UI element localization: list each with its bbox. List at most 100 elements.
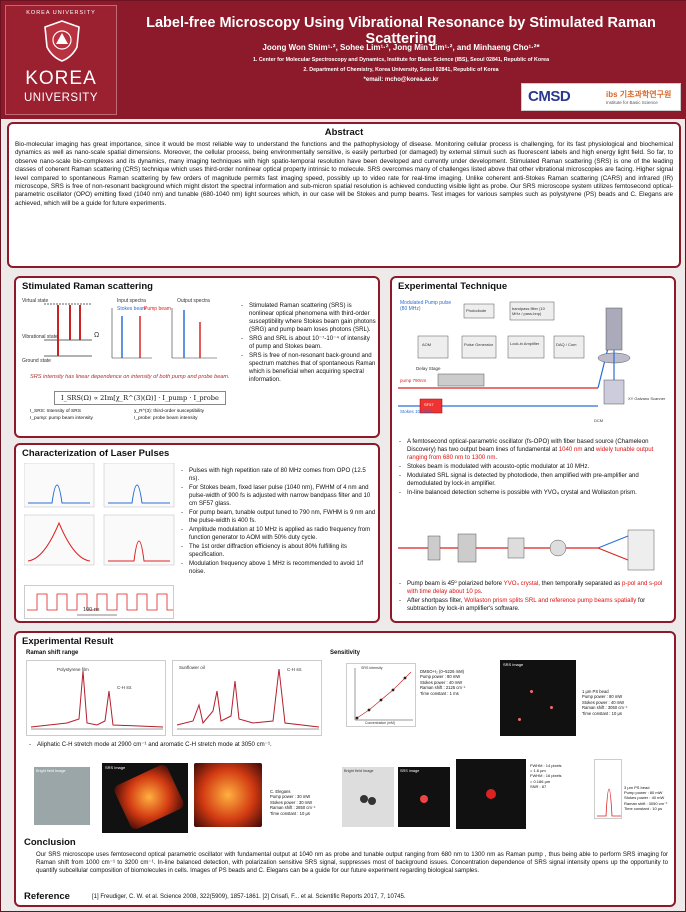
results-bullets: Aliphatic C-H stretch mode at 2900 cm⁻¹ …: [28, 741, 358, 749]
conclusion-title: Conclusion: [24, 837, 76, 848]
ps-spectrum-plot: [30, 670, 164, 730]
bf-label-1: Bright field Image: [36, 769, 66, 773]
profile-plot: [594, 759, 622, 819]
input-spectra-label: Input spectra: [117, 298, 146, 304]
conclusion-text: Our SRS microscope uses femtosecond opti…: [36, 851, 668, 874]
results-title: Experimental Result: [22, 636, 114, 647]
institute-logos: CMSD ibs 기초과학연구원 Institute for Basic Sci…: [521, 83, 681, 111]
diag-sf57: SF57: [424, 402, 434, 407]
technique-bullet: In-line balanced detection scheme is pos…: [398, 489, 670, 497]
affiliation-1: 1. Center for Molecular Spectroscopy and…: [252, 57, 550, 63]
diag-pulse-gen: Pulse Generator: [464, 342, 494, 347]
oil-label: Sunflower oil: [179, 665, 205, 670]
srs-bullet: SRG and SRL is about 10⁻⁷-10⁻⁴ of intens…: [240, 335, 376, 351]
diag-aom: AOM: [422, 342, 432, 347]
laser-bullet: For pump beam, tunable output tuned to 7…: [180, 509, 376, 525]
technique-panel: Experimental Technique Modulated Pump pu: [390, 276, 676, 623]
sens-legend: SRS intensity: [361, 666, 383, 670]
stokes-beam-label: Stokes beam: [117, 306, 147, 312]
srs-title: Stimulated Raman scattering: [22, 281, 153, 292]
logo-university: UNIVERSITY: [23, 92, 98, 104]
affiliation-2: 2. Department of Chemistry, Korea Univer…: [303, 67, 499, 73]
laser-bullet: For Stokes beam, fixed laser pulse (1040…: [180, 484, 376, 508]
ps-peak-label: C-H str.: [117, 685, 133, 690]
energy-level-figure: [44, 303, 217, 359]
srs-formula-note: SRS intensity has linear dependence on i…: [30, 374, 230, 380]
raman-range-title: Raman shift range: [26, 650, 79, 656]
srs-image-beads: SRS image: [500, 660, 576, 736]
crest-icon: [44, 20, 80, 62]
laser-title: Characterization of Laser Pulses: [22, 448, 170, 459]
srs-bullet: Stimulated Raman scattering (SRS) is non…: [240, 302, 376, 334]
srs-panel: Stimulated Raman scattering Virtual stat…: [14, 276, 380, 438]
modulation-trace: 100 ns: [24, 585, 174, 619]
technique-bullet: Pump beam is 45º polarized before YVO₄ c…: [398, 580, 670, 596]
bright-field-image-2: Bright field Image: [342, 767, 394, 827]
diag-scanner: XY Galvano Scanner: [628, 396, 666, 401]
laser-bullet: The 1st order diffraction efficiency is …: [180, 543, 376, 559]
diag-daq: DAQ / Com: [556, 342, 577, 347]
output-spectra-label: Output spectra: [177, 298, 210, 304]
ground-state-label: Ground state: [22, 358, 51, 364]
srs-bullets: Stimulated Raman scattering (SRS) is non…: [240, 302, 376, 385]
srs-image-bead-profile: [456, 759, 526, 829]
results-bullet: Aliphatic C-H stretch mode at 2900 cm⁻¹ …: [28, 741, 358, 749]
scale-100ns: 100 ns: [83, 607, 100, 613]
bead-center: [486, 789, 496, 799]
bright-field-image-1: Bright field Image: [34, 767, 90, 825]
srs-image-label: SRS image: [503, 662, 524, 667]
energy-diagram: Virtual state Vibrational state Ground s…: [22, 296, 234, 366]
laser-panel: Characterization of Laser Pulses 100 ns …: [14, 443, 380, 623]
bead-bf: [360, 795, 368, 803]
authors: Joong Won Shim¹·², Sohee Lim¹·², Jong Mi…: [262, 43, 540, 52]
oil-peak-label: C-H str.: [287, 667, 303, 672]
pump-beam-label: Pump beam: [144, 306, 171, 312]
pulse-plots: [24, 463, 175, 566]
laser-bullet: Amplitude modulation at 10 MHz is applie…: [180, 526, 376, 542]
srs-bullet: SRS is free of non-resonant back-ground …: [240, 352, 376, 384]
reference-label: Reference: [24, 891, 70, 902]
virtual-state-label: Virtual state: [22, 298, 49, 304]
poster-title: Label-free Microscopy Using Vibrational …: [146, 15, 656, 47]
diag-stokes: Stokes 1040 nm: [400, 409, 433, 414]
abstract-panel: Abstract Bio-molecular imaging has great…: [7, 122, 681, 268]
bf-label-2: Bright field Image: [344, 769, 374, 773]
laser-bullet: Pulses with high repetition rate of 80 M…: [180, 467, 376, 483]
profile-curve: [597, 788, 621, 817]
square-wave: [27, 593, 173, 616]
sensitivity-curve: [354, 668, 413, 721]
diag-bandpass: bandpass filter (10 MHz / pass-bnp): [512, 306, 545, 316]
technique-bullet: A femtosecond optical-parametric oscilla…: [398, 438, 670, 462]
university-logo: KOREA UNIVERSITY KOREA UNIVERSITY: [5, 5, 117, 115]
optical-setup-figure: [398, 301, 631, 414]
ibs-subtitle: Institute for Basic Science: [606, 100, 658, 105]
legend-iprobe: I_probe: probe beam intensity: [134, 416, 198, 421]
header-banner: KOREA UNIVERSITY KOREA UNIVERSITY Label-…: [1, 1, 686, 119]
sens-xlabel: Concentration (mM): [365, 721, 395, 725]
technique-bullet: Modulated SRL signal is detected by phot…: [398, 472, 670, 488]
bead3-params: 3 μm PS bead Pump power : 80 mW Stokes p…: [624, 785, 668, 811]
diag-modulated-pump: Modulated Pump pulse (80 MHz): [400, 300, 452, 312]
srs-image-elegans-2: [194, 763, 262, 827]
srs-label-elegans: SRS image: [105, 765, 126, 770]
bead-params: 1 μm PS bead Pump power : 80 mW Stokes p…: [582, 689, 628, 716]
abstract-title: Abstract: [324, 127, 364, 138]
balanced-detection-figure: [398, 529, 655, 571]
legend-ipump: I_pump: pump beam intensity: [30, 416, 93, 421]
logo-small-text: KOREA UNIVERSITY: [26, 10, 96, 16]
bead-spot: [530, 690, 533, 693]
setup-diagram: Modulated Pump pulse (80 MHz) Photodiode…: [398, 296, 670, 432]
technique-bullet: After shortpass filter, Wollaston prism …: [398, 597, 670, 613]
results-bullet-wrap: Aliphatic C-H stretch mode at 2900 cm⁻¹ …: [28, 741, 358, 750]
ibs-logo: ibs 기초과학연구원: [606, 90, 672, 99]
detection-diagram: [398, 524, 670, 576]
cmsd-logo: CMSD: [528, 88, 571, 105]
srs-image-beads-2: SRS image: [398, 767, 450, 827]
omega-label: Ω: [94, 332, 100, 339]
elegans-params: C. Elegans Pump power : 30 mW Stokes pow…: [270, 789, 316, 816]
results-panel: Experimental Result Raman shift range Se…: [14, 631, 676, 907]
diag-lockin: Lock-in Amplifier: [510, 341, 540, 346]
bead-srs: [420, 795, 428, 803]
sensitivity-title: Sensitivity: [330, 650, 361, 656]
